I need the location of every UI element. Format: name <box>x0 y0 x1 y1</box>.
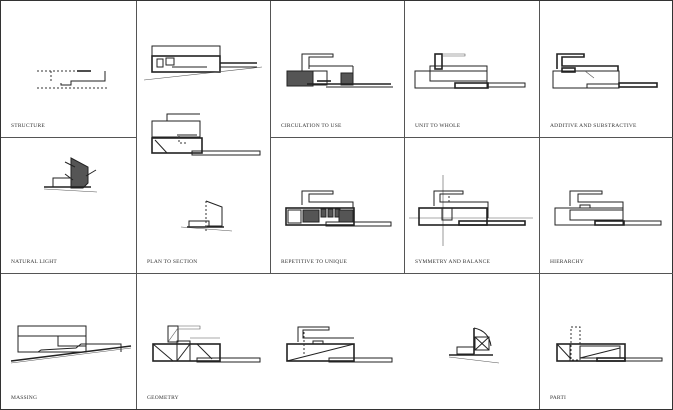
panel-repetitive: REPETITIVE TO UNIQUE <box>271 138 405 274</box>
panel-label: UNIT TO WHOLE <box>415 123 461 129</box>
geometry-drawing <box>152 325 500 364</box>
panel-label: NATURAL LIGHT <box>11 259 57 265</box>
panel-massing: MASSING <box>1 274 137 409</box>
panel-circulation: CIRCULATION TO USE <box>271 1 405 138</box>
panel-label: MASSING <box>11 395 38 401</box>
panel-unit-to-whole: UNIT TO WHOLE <box>405 1 540 138</box>
panel-label: STRUCTURE <box>11 123 45 129</box>
panel-label: CIRCULATION TO USE <box>281 123 342 129</box>
symmetry-drawing <box>409 175 533 246</box>
panel-label: PLAN TO SECTION <box>147 259 198 265</box>
panel-label: HIERARCHY <box>550 259 584 265</box>
panel-label: GEOMETRY <box>147 395 179 401</box>
natural-light-drawing <box>43 157 98 193</box>
panel-parti: PARTI <box>540 274 673 409</box>
panel-additive: ADDITIVE AND SUBSTRACTIVE <box>540 1 673 138</box>
panel-structure: STRUCTURE <box>1 1 137 138</box>
panel-symmetry: SYMMETRY AND BALANCE <box>405 138 540 274</box>
massing-drawing <box>10 325 132 364</box>
panel-label: SYMMETRY AND BALANCE <box>415 259 490 265</box>
panel-label: REPETITIVE TO UNIQUE <box>281 259 348 265</box>
additive-drawing <box>552 53 658 89</box>
panel-label: ADDITIVE AND SUBSTRACTIVE <box>550 123 637 129</box>
panel-geometry: GEOMETRY <box>137 274 540 409</box>
parti-drawing <box>556 326 663 362</box>
circulation-drawing <box>286 53 393 88</box>
panel-label: PARTI <box>550 395 567 401</box>
panel-natural-light: NATURAL LIGHT <box>1 138 137 274</box>
hierarchy-drawing <box>554 190 662 226</box>
unit-to-whole-drawing <box>414 53 526 89</box>
panel-hierarchy: HIERARCHY <box>540 138 673 274</box>
structure-drawing <box>37 70 107 89</box>
plan-to-section-drawing <box>143 45 263 232</box>
panel-plan-to-section: PLAN TO SECTION <box>137 1 271 274</box>
repetitive-drawing <box>285 190 392 227</box>
